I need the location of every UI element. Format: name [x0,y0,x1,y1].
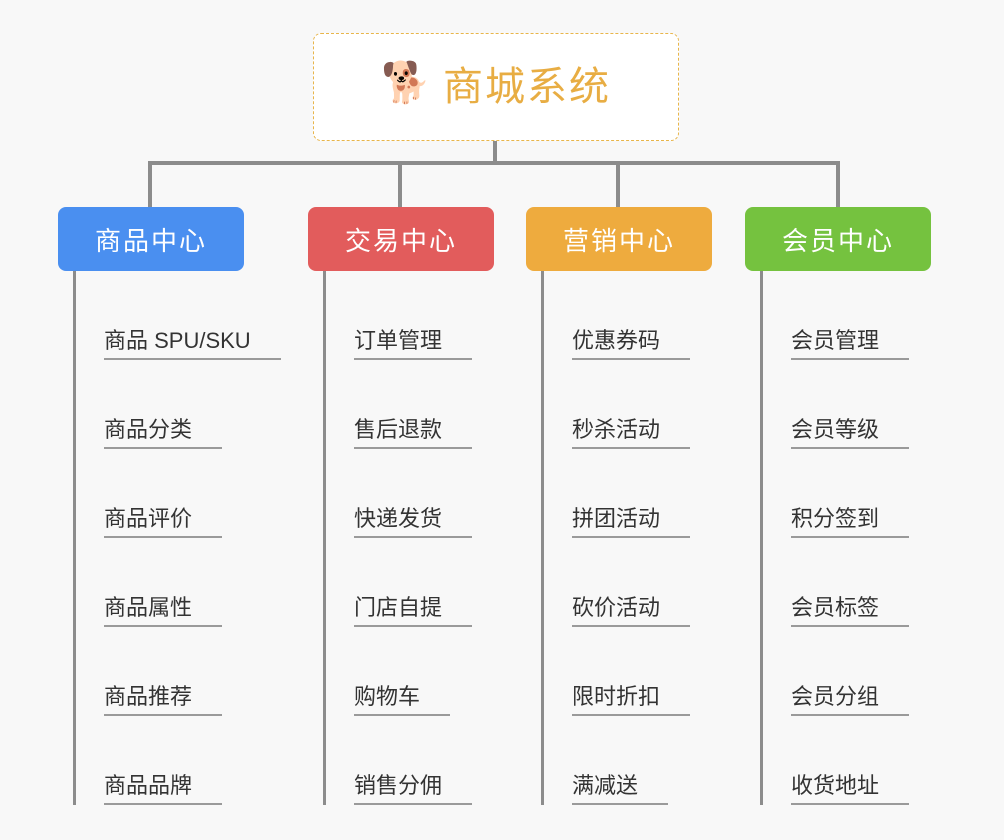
leaf-item-label: 满减送 [572,773,669,805]
leaf-item[interactable]: 门店自提 [326,538,494,627]
leaf-item-label: 销售分佣 [354,773,473,805]
leaf-item-label: 快递发货 [354,506,473,538]
leaf-item[interactable]: 会员等级 [763,360,931,449]
leaf-list: 会员管理会员等级积分签到会员标签会员分组收货地址 [760,271,931,805]
leaf-item-label: 秒杀活动 [572,417,691,449]
leaf-item[interactable]: 收货地址 [763,716,931,805]
category-column-0: 商品中心商品 SPU/SKU 商品分类商品评价商品属性商品推荐商品品牌 [58,207,281,805]
leaf-item-label: 会员标签 [791,595,910,627]
connector-bus [148,161,840,165]
category-header-label: 会员中心 [781,225,894,256]
leaf-item[interactable]: 会员管理 [763,271,931,360]
category-header-label: 商品中心 [94,225,207,256]
connector-drop-3 [836,161,840,207]
leaf-item-label: 商品品牌 [104,773,223,805]
leaf-item-label: 会员等级 [791,417,910,449]
leaf-item[interactable]: 购物车 [326,627,494,716]
category-column-2: 营销中心优惠券码秒杀活动拼团活动砍价活动限时折扣满减送 [526,207,712,805]
leaf-item-label: 门店自提 [354,595,473,627]
leaf-item-label: 砍价活动 [572,595,691,627]
leaf-item-label: 购物车 [354,684,451,716]
leaf-item[interactable]: 商品 SPU/SKU [76,271,281,360]
leaf-item[interactable]: 销售分佣 [326,716,494,805]
leaf-item[interactable]: 限时折扣 [544,627,712,716]
leaf-item-label: 会员管理 [791,328,910,360]
leaf-item[interactable]: 满减送 [544,716,712,805]
leaf-item[interactable]: 订单管理 [326,271,494,360]
leaf-item-label: 限时折扣 [572,684,691,716]
leaf-item[interactable]: 砍价活动 [544,538,712,627]
leaf-list: 商品 SPU/SKU 商品分类商品评价商品属性商品推荐商品品牌 [73,271,281,805]
leaf-item[interactable]: 商品评价 [76,449,244,538]
category-header-label: 营销中心 [562,225,675,256]
leaf-item-label: 拼团活动 [572,506,691,538]
leaf-item[interactable]: 积分签到 [763,449,931,538]
category-header-3[interactable]: 会员中心 [745,207,931,271]
category-header-1[interactable]: 交易中心 [308,207,494,271]
leaf-item-label: 商品 SPU/SKU [104,328,281,360]
leaf-item-label: 商品属性 [104,595,223,627]
leaf-item-label: 优惠券码 [572,328,691,360]
leaf-item-label: 商品推荐 [104,684,223,716]
leaf-list: 订单管理售后退款快递发货门店自提购物车销售分佣 [323,271,494,805]
root-node[interactable]: 🐕 商城系统 [313,33,679,141]
leaf-item[interactable]: 商品推荐 [76,627,244,716]
leaf-item[interactable]: 商品分类 [76,360,244,449]
leaf-list: 优惠券码秒杀活动拼团活动砍价活动限时折扣满减送 [541,271,712,805]
root-title: 商城系统 [443,65,611,109]
connector-drop-1 [398,161,402,207]
leaf-item[interactable]: 商品品牌 [76,716,244,805]
leaf-item[interactable]: 商品属性 [76,538,244,627]
category-column-1: 交易中心订单管理售后退款快递发货门店自提购物车销售分佣 [308,207,494,805]
leaf-item[interactable]: 秒杀活动 [544,360,712,449]
leaf-item-label: 积分签到 [791,506,910,538]
leaf-item-label: 会员分组 [791,684,910,716]
shiba-dog-face-icon: 🐕 [381,61,431,105]
category-header-2[interactable]: 营销中心 [526,207,712,271]
category-header-label: 交易中心 [344,225,457,256]
leaf-item[interactable]: 会员标签 [763,538,931,627]
leaf-item-label: 售后退款 [354,417,473,449]
leaf-item[interactable]: 拼团活动 [544,449,712,538]
connector-stem [493,141,497,164]
leaf-item-label: 收货地址 [791,773,910,805]
leaf-item[interactable]: 优惠券码 [544,271,712,360]
leaf-item-label: 商品评价 [104,506,223,538]
connector-drop-0 [148,161,152,207]
connector-drop-2 [616,161,620,207]
leaf-item[interactable]: 会员分组 [763,627,931,716]
category-header-0[interactable]: 商品中心 [58,207,244,271]
leaf-item-label: 商品分类 [104,417,223,449]
leaf-item[interactable]: 快递发货 [326,449,494,538]
category-column-3: 会员中心会员管理会员等级积分签到会员标签会员分组收货地址 [745,207,931,805]
leaf-item-label: 订单管理 [354,328,473,360]
leaf-item[interactable]: 售后退款 [326,360,494,449]
